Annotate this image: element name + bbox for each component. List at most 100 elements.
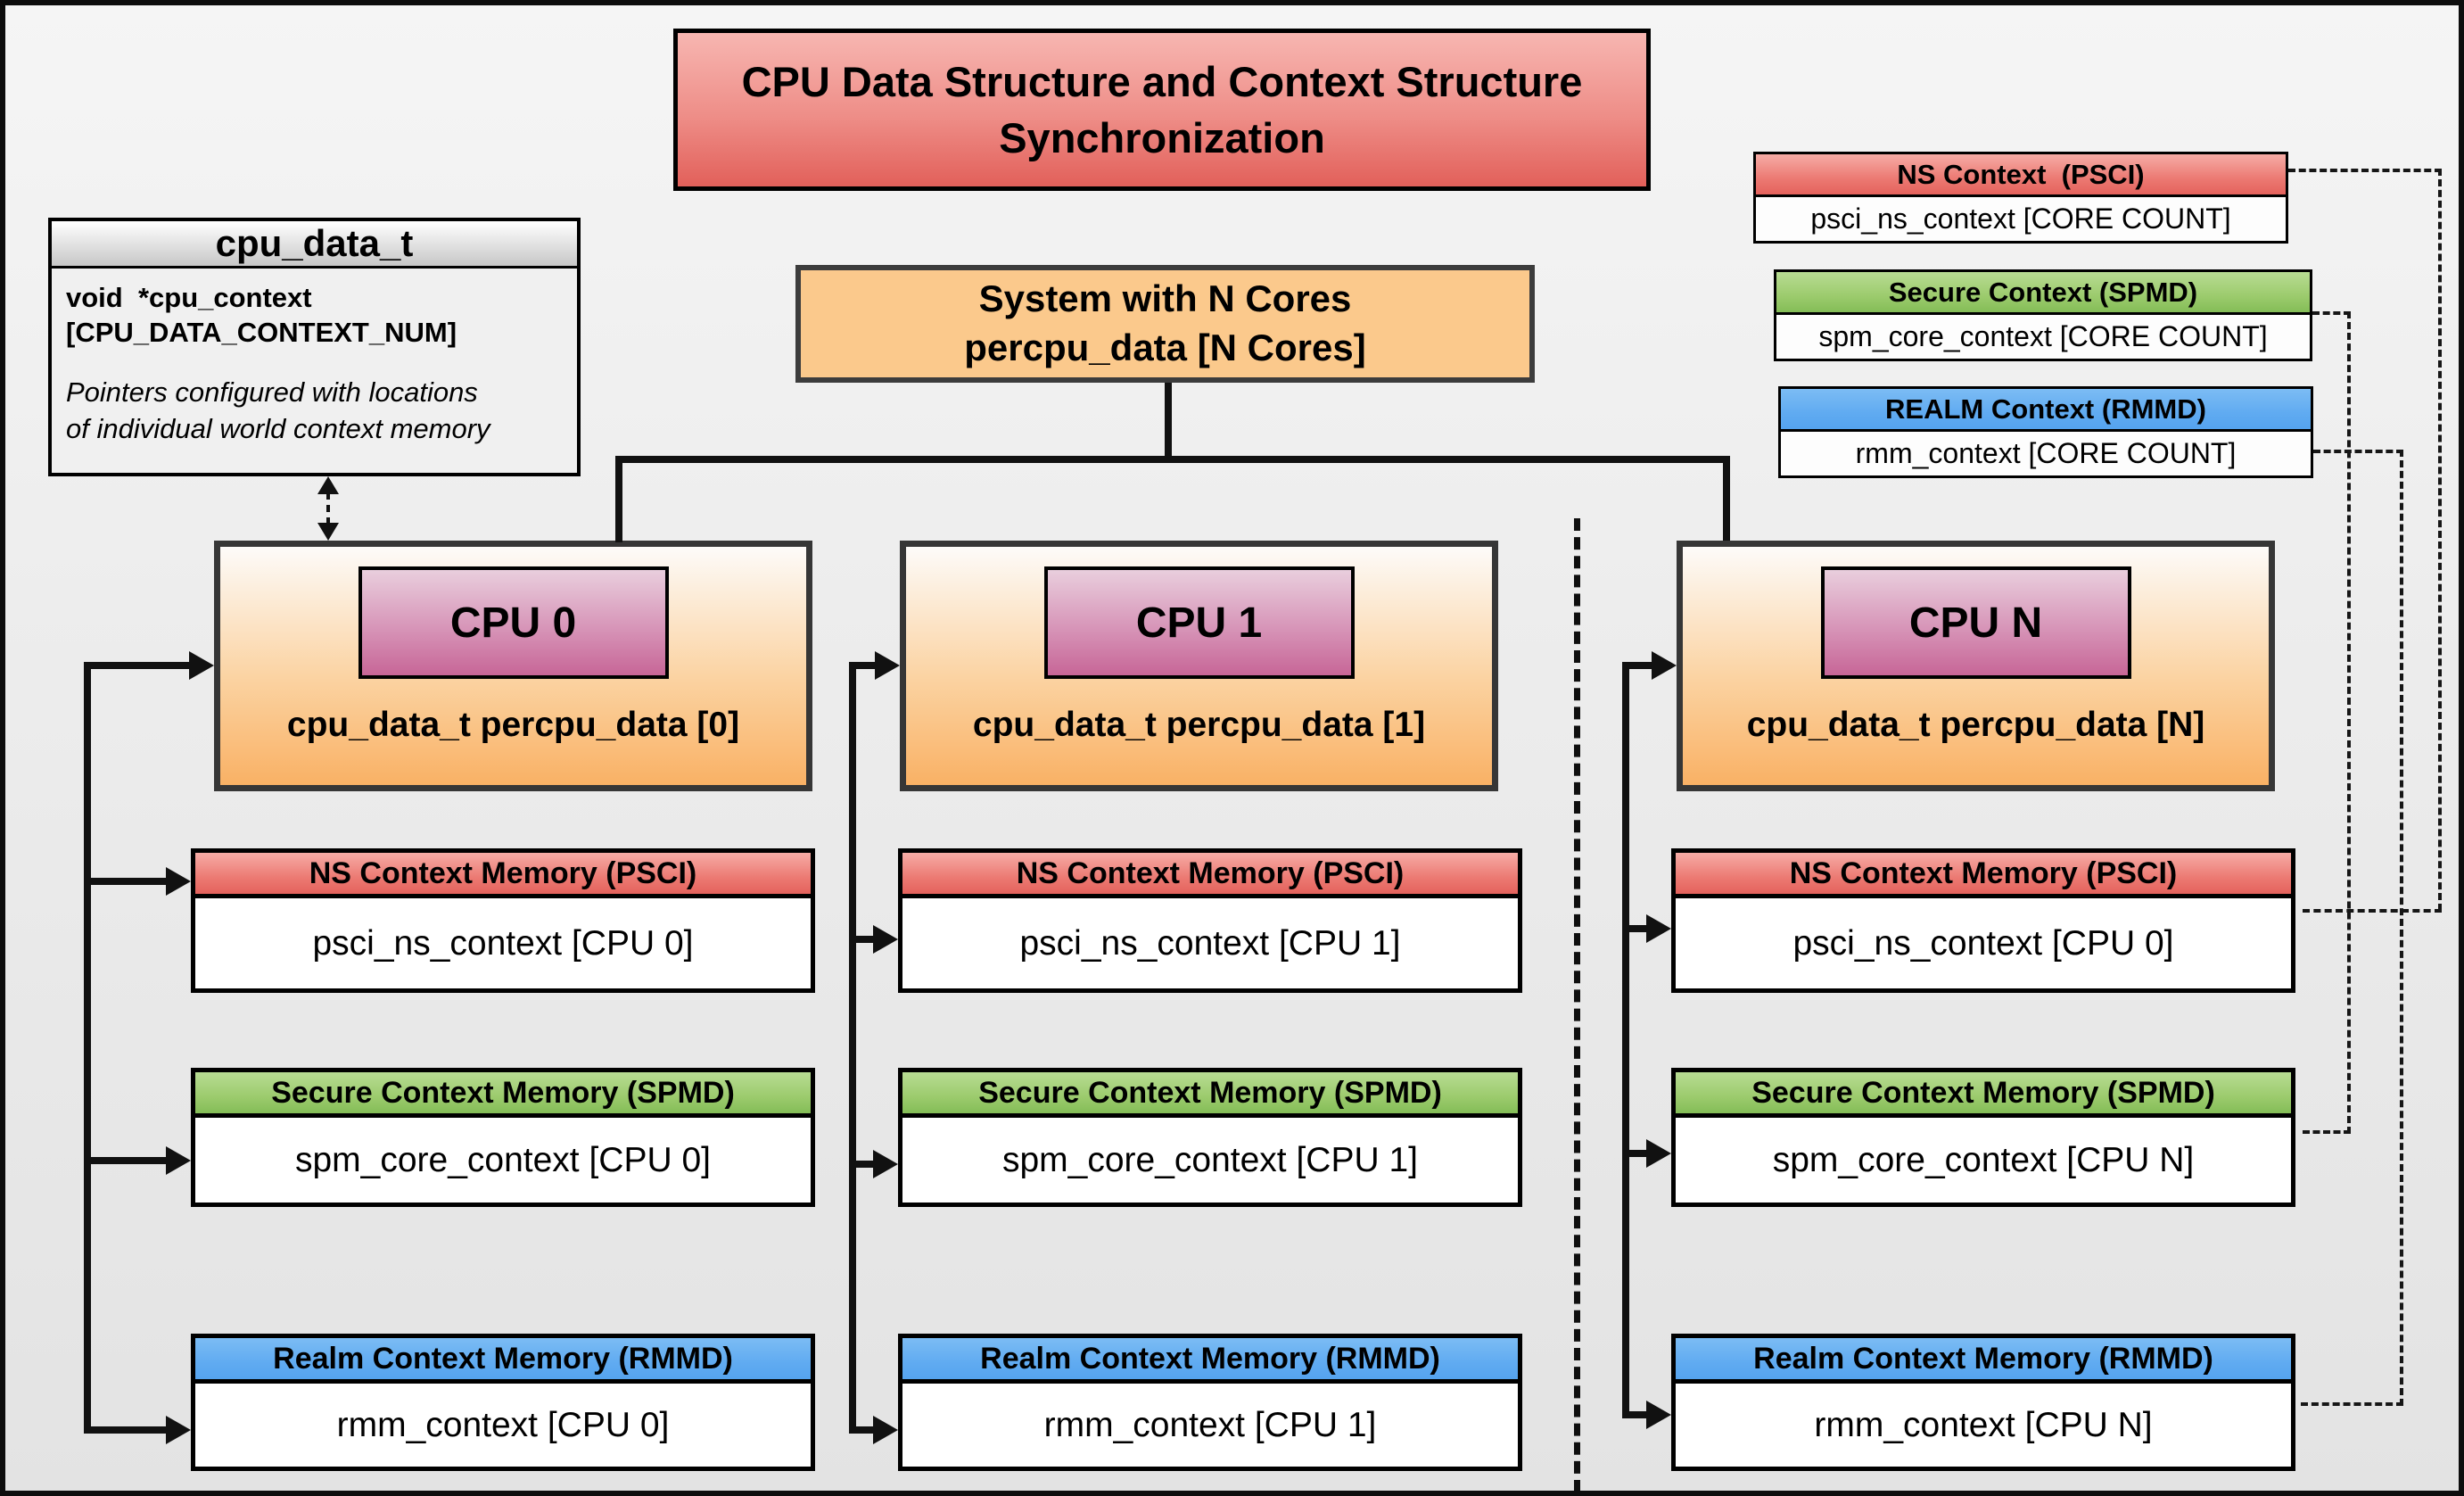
struct-sync-arrow-down-icon: [317, 523, 339, 541]
bus-arrow-line: [84, 1426, 168, 1434]
branch-drop-cpu0: [615, 456, 622, 542]
legend-ns-header: NS Context (PSCI): [1756, 154, 2286, 197]
percpu-data-label: cpu_data_t percpu_data [0]: [286, 706, 740, 744]
percpu-data-label: cpu_data_t percpu_data [N]: [1746, 706, 2205, 744]
column-bus-line: [1622, 662, 1629, 1418]
legend-ns-dash-vertical: [2438, 169, 2442, 911]
bus-arrowhead-icon: [875, 651, 900, 680]
percpu-data-label: cpu_data_t percpu_data [1]: [972, 706, 1426, 744]
realm-context-memory-header: Realm Context Memory (RMMD): [195, 1338, 811, 1384]
legend-secure-context-box: Secure Context (SPMD) spm_core_context […: [1774, 269, 2312, 361]
cpu-box: CPU N cpu_data_t percpu_data [N]: [1677, 541, 2275, 791]
struct-field-line2: [CPU_DATA_CONTEXT_NUM]: [66, 316, 457, 348]
secure-context-memory-header: Secure Context Memory (SPMD): [195, 1072, 811, 1118]
bus-arrow-line: [84, 662, 191, 669]
legend-realm-context-box: REALM Context (RMMD) rmm_context [CORE C…: [1778, 386, 2313, 478]
bus-arrowhead-icon: [1646, 1139, 1671, 1168]
bus-arrow-line: [1622, 1411, 1648, 1418]
legend-ns-dash-bottom: [2303, 909, 2442, 913]
realm-context-memory-value: rmm_context [CPU 0]: [336, 1405, 670, 1444]
cpu-data-t-header: cpu_data_t: [52, 221, 577, 269]
column-bus-line: [849, 662, 856, 1434]
realm-context-memory-header: Realm Context Memory (RMMD): [902, 1338, 1518, 1384]
secure-context-memory-box: Secure Context Memory (SPMD) spm_core_co…: [898, 1068, 1522, 1207]
cpu-data-t-fields: void *cpu_context[CPU_DATA_CONTEXT_NUM]: [52, 269, 577, 351]
ns-context-memory-box: NS Context Memory (PSCI) psci_ns_context…: [898, 848, 1522, 993]
bus-arrowhead-icon: [166, 1146, 191, 1175]
legend-secure-header: Secure Context (SPMD): [1776, 272, 2310, 315]
column-bus-line: [84, 662, 91, 1434]
legend-realm-dash-bottom: [2301, 1402, 2403, 1406]
bus-arrowhead-icon: [166, 1416, 191, 1444]
cpu-data-t-note: Pointers configured with locations of ind…: [52, 351, 577, 449]
bus-arrow-line: [1622, 925, 1648, 932]
struct-sync-arrow-up-icon: [317, 476, 339, 494]
bus-arrow-line: [849, 662, 877, 669]
bus-arrowhead-icon: [873, 1150, 898, 1178]
struct-note-line1: Pointers configured with locations: [66, 376, 478, 408]
cpu-box: CPU 1 cpu_data_t percpu_data [1]: [900, 541, 1498, 791]
ns-context-memory-header: NS Context Memory (PSCI): [902, 853, 1518, 898]
bus-arrow-line: [84, 1157, 168, 1164]
bus-arrow-line: [849, 1161, 875, 1168]
secure-context-memory-header: Secure Context Memory (SPMD): [902, 1072, 1518, 1118]
legend-realm-dash-top: [2313, 450, 2403, 453]
realm-context-memory-value: rmm_context [CPU 1]: [1043, 1405, 1377, 1444]
ns-context-memory-box: NS Context Memory (PSCI) psci_ns_context…: [191, 848, 815, 993]
cpu-chip-label: CPU 1: [1135, 599, 1263, 647]
legend-secure-dash-top: [2312, 311, 2351, 315]
secure-context-memory-value: spm_core_context [CPU N]: [1772, 1140, 2195, 1179]
bus-arrowhead-icon: [189, 651, 214, 680]
bus-arrow-line: [1622, 662, 1653, 669]
legend-ns-body: psci_ns_context [CORE COUNT]: [1756, 197, 2286, 241]
cpu-data-t-box: cpu_data_t void *cpu_context[CPU_DATA_CO…: [48, 218, 581, 476]
cpu-chip-label: CPU 0: [449, 599, 577, 647]
bus-arrowhead-icon: [1646, 914, 1671, 943]
system-drop-line: [1165, 383, 1172, 459]
cpu-chip: CPU 0: [358, 566, 669, 679]
bus-arrow-line: [849, 936, 875, 943]
secure-context-memory-value: spm_core_context [CPU 0]: [294, 1140, 712, 1179]
bus-arrowhead-icon: [873, 925, 898, 954]
bus-arrowhead-icon: [1646, 1401, 1671, 1429]
bus-arrowhead-icon: [873, 1416, 898, 1444]
secure-context-memory-box: Secure Context Memory (SPMD) spm_core_co…: [191, 1068, 815, 1207]
secure-context-memory-value: spm_core_context [CPU 1]: [1001, 1140, 1419, 1179]
legend-realm-dash-vertical: [2400, 450, 2403, 1406]
struct-sync-dashed-line: [326, 492, 330, 525]
ns-context-memory-header: NS Context Memory (PSCI): [1676, 853, 2291, 898]
diagram-title: CPU Data Structure and Context Structure…: [673, 29, 1651, 191]
struct-note-line2: of individual world context memory: [66, 413, 490, 445]
branch-horizontal-line: [615, 456, 1730, 463]
realm-context-memory-box: Realm Context Memory (RMMD) rmm_context …: [1671, 1334, 2295, 1471]
secure-context-memory-header: Secure Context Memory (SPMD): [1676, 1072, 2291, 1118]
struct-field-line1: void *cpu_context: [66, 282, 312, 313]
cpu-chip: CPU N: [1820, 566, 2131, 679]
realm-context-memory-box: Realm Context Memory (RMMD) rmm_context …: [191, 1334, 815, 1471]
legend-secure-dash-bottom: [2303, 1130, 2351, 1134]
cpu-chip-label: CPU N: [1908, 599, 2043, 647]
branch-drop-cpun: [1723, 456, 1730, 541]
ns-context-memory-header: NS Context Memory (PSCI): [195, 853, 811, 898]
cpu-box: CPU 0 cpu_data_t percpu_data [0]: [214, 541, 812, 791]
legend-ns-dash-top: [2288, 169, 2442, 172]
legend-realm-header: REALM Context (RMMD): [1781, 389, 2311, 432]
bus-arrow-line: [84, 878, 168, 885]
cpu-chip: CPU 1: [1043, 566, 1355, 679]
ns-context-memory-value: psci_ns_context [CPU 0]: [1792, 923, 2174, 963]
realm-context-memory-header: Realm Context Memory (RMMD): [1676, 1338, 2291, 1384]
legend-secure-body: spm_core_context [CORE COUNT]: [1776, 315, 2310, 359]
diagram-title-text: CPU Data Structure and Context Structure…: [741, 57, 1583, 161]
bus-arrow-line: [849, 1426, 875, 1434]
secure-context-memory-box: Secure Context Memory (SPMD) spm_core_co…: [1671, 1068, 2295, 1207]
realm-context-memory-value: rmm_context [CPU N]: [1814, 1405, 2153, 1444]
bus-arrowhead-icon: [166, 867, 191, 896]
ns-context-memory-value: psci_ns_context [CPU 1]: [1019, 923, 1401, 963]
legend-ns-context-box: NS Context (PSCI) psci_ns_context [CORE …: [1753, 152, 2288, 244]
bus-arrow-line: [1622, 1150, 1648, 1157]
realm-context-memory-box: Realm Context Memory (RMMD) rmm_context …: [898, 1334, 1522, 1471]
ns-context-memory-box: NS Context Memory (PSCI) psci_ns_context…: [1671, 848, 2295, 993]
bus-arrowhead-icon: [1652, 651, 1677, 680]
